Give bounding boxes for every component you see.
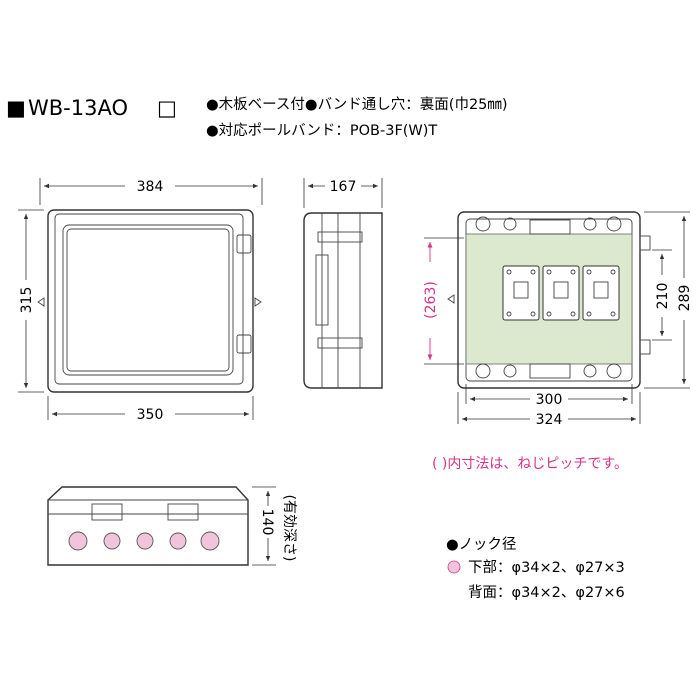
dim-315: 315	[19, 287, 35, 314]
breaker-3	[582, 265, 620, 321]
side-hinge-bottom	[317, 337, 363, 349]
inner-hinge-bottom	[639, 339, 651, 355]
knockout-marker	[447, 560, 461, 574]
product-title: ■ WB-13AO □	[6, 96, 177, 120]
knock-hole-5	[200, 531, 220, 551]
front-latch-bottom	[236, 334, 252, 354]
dim-384: 384	[137, 179, 164, 195]
dim-263: (263)	[423, 281, 439, 319]
knock-hole-1	[68, 531, 88, 551]
front-height-dim: 315	[18, 209, 44, 393]
inner-view	[447, 211, 651, 389]
dim-210: 210	[655, 283, 671, 310]
bottom-outer	[47, 486, 249, 566]
front-width-top-dim: 384	[39, 178, 263, 205]
side-depth-dim: 167	[303, 178, 383, 208]
knockout-back: 背面：φ34×2、φ27×6	[468, 584, 625, 601]
screw-pitch-note: ( )内寸法は、ねじピッチです。	[432, 456, 628, 472]
side-band	[315, 254, 329, 326]
bottom-view	[47, 486, 249, 566]
effective-depth-label: (有効深さ)	[281, 495, 297, 562]
screw-pitch-height-dim: (263)	[423, 237, 464, 365]
dim-167: 167	[330, 179, 357, 195]
inner-outer	[457, 211, 641, 389]
front-tab-left	[37, 297, 45, 307]
knockout-heading: ●ノック径	[446, 536, 516, 553]
effective-depth-dim: 140 (有効深さ)	[252, 486, 297, 566]
inner-hinge-top	[639, 235, 651, 251]
front-width-bottom-dim: 350	[47, 396, 254, 423]
front-window-inner	[66, 228, 230, 372]
bottom-slot	[529, 363, 571, 379]
front-latch-top	[236, 234, 252, 254]
front-tab-right	[254, 297, 262, 307]
knock-hole-2	[103, 532, 121, 550]
spec-line-2: ●対応ポールバンド：POB-3F(W)T	[206, 122, 437, 139]
knockout-bottom: 下部：φ34×2、φ27×3	[468, 559, 625, 576]
front-view	[37, 209, 262, 393]
inner-width-dims: 300 324	[457, 384, 641, 428]
spec-line-1: ●木板ベース付●バンド通し穴：裏面(巾25㎜)	[206, 95, 508, 113]
dim-140: 140	[259, 509, 275, 536]
title-box: □	[157, 96, 177, 120]
inner-height-dims: 210 289	[644, 211, 693, 389]
knock-hole-3	[136, 532, 154, 550]
dim-300: 300	[536, 392, 563, 408]
side-view	[303, 212, 383, 389]
front-outer	[47, 209, 254, 393]
knock-hole-4	[169, 532, 187, 550]
breaker-1	[502, 265, 540, 321]
front-rim	[54, 213, 244, 385]
front-window	[62, 224, 234, 376]
model-number: WB-13AO	[28, 96, 128, 120]
dim-324: 324	[536, 412, 563, 428]
side-outer	[303, 212, 383, 389]
dim-289: 289	[677, 285, 693, 312]
side-hinge-top	[317, 231, 363, 243]
title-square: ■	[6, 96, 26, 120]
top-slot	[529, 219, 571, 235]
dim-350: 350	[137, 407, 164, 423]
breaker-2	[542, 265, 580, 321]
